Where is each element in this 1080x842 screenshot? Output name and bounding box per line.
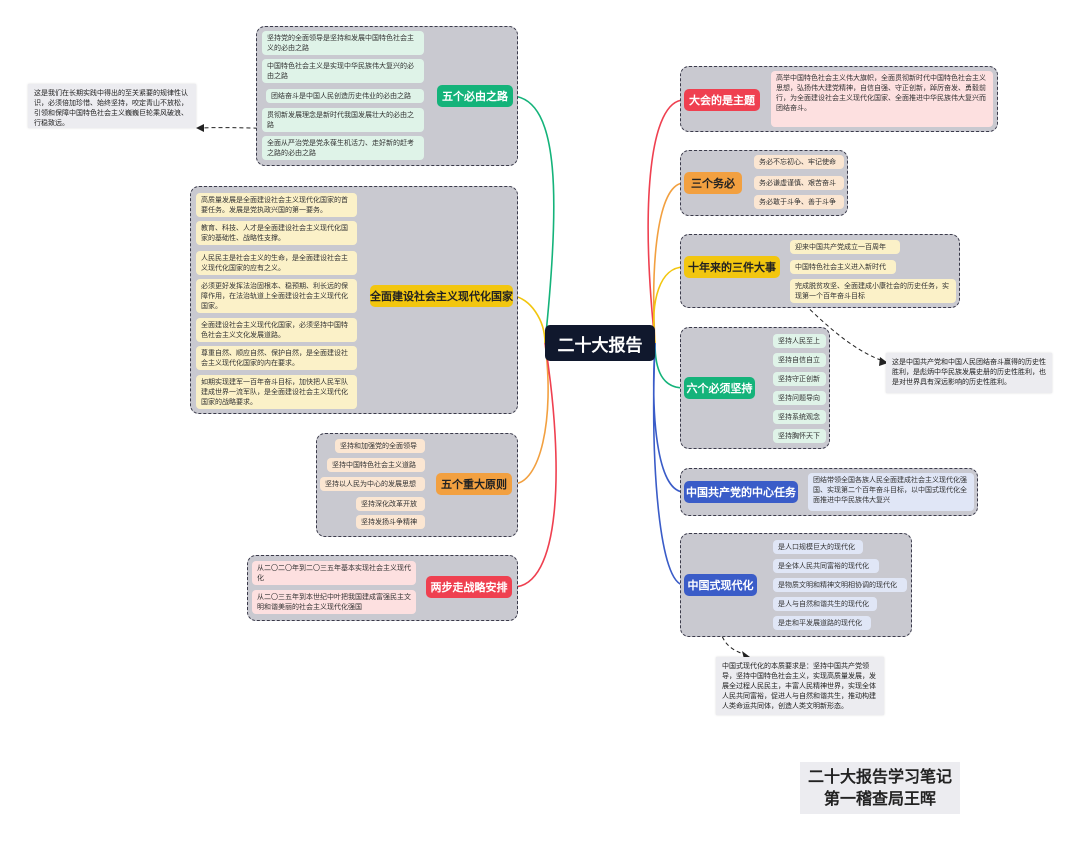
- six-musts-item-4: 坚持问题导向: [773, 391, 826, 405]
- link-theme: [647, 99, 685, 344]
- modernization-item-4: 必须更好发挥法治固根本、稳预期、利长远的保障作用，在法治轨道上全面建设社会主义现…: [196, 279, 357, 313]
- principle-item-5: 坚持发扬斗争精神: [356, 515, 425, 529]
- modernization-item-2: 教育、科技、人才是全面建设社会主义现代化国家的基础性、战略性支撑。: [196, 221, 357, 245]
- two-steps-item-2: 从二〇三五年到本世纪中叶把我国建成富强民主文明和谐美丽的社会主义现代化强国: [252, 590, 416, 614]
- principle-item-2: 坚持中国特色社会主义道路: [327, 458, 425, 472]
- principle-item-3: 坚持以人民为中心的发展思想: [320, 477, 425, 491]
- three-events-item-1: 迎来中国共产党成立一百周年: [790, 240, 900, 254]
- link-five-roads: [512, 95, 555, 344]
- modernization-item-6: 尊重自然、顺应自然、保护自然，是全面建设社会主义现代化国家的内在要求。: [196, 346, 357, 370]
- topic-central-task[interactable]: 中国共产党的中心任务: [684, 481, 798, 503]
- six-musts-item-6: 坚持胸怀天下: [773, 429, 826, 443]
- topic-six-musts[interactable]: 六个必须坚持: [684, 377, 755, 399]
- note-chinese-modernization: 中国式现代化的本质要求是：坚持中国共产党领导，坚持中国特色社会主义，实现高质量发…: [716, 657, 884, 715]
- two-steps-item-1: 从二〇二〇年到二〇三五年基本实现社会主义现代化: [252, 561, 416, 585]
- topic-modernization[interactable]: 全面建设社会主义现代化国家: [370, 285, 513, 307]
- topic-theme[interactable]: 大会的是主题: [684, 89, 760, 111]
- three-musts-item-3: 务必敢于斗争、善于斗争: [754, 195, 844, 209]
- three-events-item-3: 完成脱贫攻坚、全面建成小康社会的历史任务，实现第一个百年奋斗目标: [790, 279, 956, 303]
- principle-item-1: 坚持和加强党的全面领导: [335, 439, 425, 453]
- note-three-events: 这是中国共产党和中国人民团结奋斗赢得的历史性胜利，是彪炳中华民族发展史册的历史性…: [886, 353, 1052, 393]
- three-musts-item-1: 务必不忘初心、牢记使命: [754, 155, 844, 169]
- five-roads-item-5: 全面从严治党是党永葆生机活力、走好新的赶考之路的必由之路: [262, 136, 424, 160]
- five-roads-item-1: 坚持党的全面领导是坚持和发展中国特色社会主义的必由之路: [262, 31, 424, 55]
- six-musts-item-3: 坚持守正创新: [773, 372, 826, 386]
- six-musts-item-5: 坚持系统观念: [773, 410, 826, 424]
- five-roads-item-4: 贯彻新发展理念是新时代我国发展壮大的必由之路: [262, 108, 424, 132]
- three-events-item-2: 中国特色社会主义进入新时代: [790, 260, 896, 274]
- footer-line-1: 二十大报告学习笔记: [807, 767, 952, 786]
- topic-five-principles[interactable]: 五个重大原则: [436, 473, 512, 495]
- principle-item-4: 坚持深化改革开放: [356, 497, 425, 511]
- topic-chinese-modernization[interactable]: 中国式现代化: [684, 574, 757, 596]
- link-two-steps: [512, 342, 557, 588]
- modernization-item-1: 高质量发展是全面建设社会主义现代化国家的首要任务。发展是党执政兴国的第一要务。: [196, 193, 357, 217]
- central-topic[interactable]: 二十大报告: [545, 325, 655, 361]
- footer-line-2: 第一稽查局王晖: [823, 789, 936, 808]
- five-roads-item-2: 中国特色社会主义是实现中华民族伟大复兴的必由之路: [262, 59, 424, 83]
- note-five-roads: 这是我们在长期实践中得出的至关紧要的规律性认识，必须倍加珍惜、始终坚持，咬定青山…: [28, 84, 196, 128]
- six-musts-item-2: 坚持自信自立: [773, 353, 826, 367]
- cm-item-2: 是全体人民共同富裕的现代化: [773, 559, 879, 573]
- topic-three-musts[interactable]: 三个务必: [684, 172, 742, 194]
- six-musts-item-1: 坚持人民至上: [773, 334, 826, 348]
- modernization-item-7: 如期实现建军一百年奋斗目标，加快把人民军队建成世界一流军队，是全面建设社会主义现…: [196, 375, 357, 409]
- three-musts-item-2: 务必谦虚谨慎、艰苦奋斗: [754, 176, 844, 190]
- footer-title: 二十大报告学习笔记 第一稽查局王晖: [800, 762, 960, 814]
- cm-item-3: 是物质文明和精神文明相协调的现代化: [773, 578, 907, 592]
- cm-item-4: 是人与自然和谐共生的现代化: [773, 597, 877, 611]
- link-five-principles: [512, 342, 549, 485]
- modernization-item-5: 全面建设社会主义现代化国家，必须坚持中国特色社会主义文化发展道路。: [196, 318, 357, 342]
- topic-three-events[interactable]: 十年来的三件大事: [684, 256, 780, 278]
- cm-item-5: 是走和平发展道路的现代化: [773, 616, 871, 630]
- modernization-item-3: 人民民主是社会主义的生命，是全面建设社会主义现代化国家的应有之义。: [196, 251, 357, 275]
- topic-five-roads[interactable]: 五个必由之路: [437, 85, 513, 107]
- cm-item-1: 是人口规模巨大的现代化: [773, 540, 863, 554]
- link-chinese-modernization: [652, 342, 685, 586]
- central-task-text: 团结带领全国各族人民全面建成社会主义现代化强国、实现第二个百年奋斗目标，以中国式…: [808, 473, 974, 511]
- five-roads-item-3: 团结奋斗是中国人民创造历史伟业的必由之路: [266, 89, 424, 103]
- theme-text: 高举中国特色社会主义伟大旗帜，全面贯彻新时代中国特色社会主义思想，弘扬伟大建党精…: [771, 71, 993, 127]
- topic-two-steps[interactable]: 两步走战略安排: [426, 576, 512, 598]
